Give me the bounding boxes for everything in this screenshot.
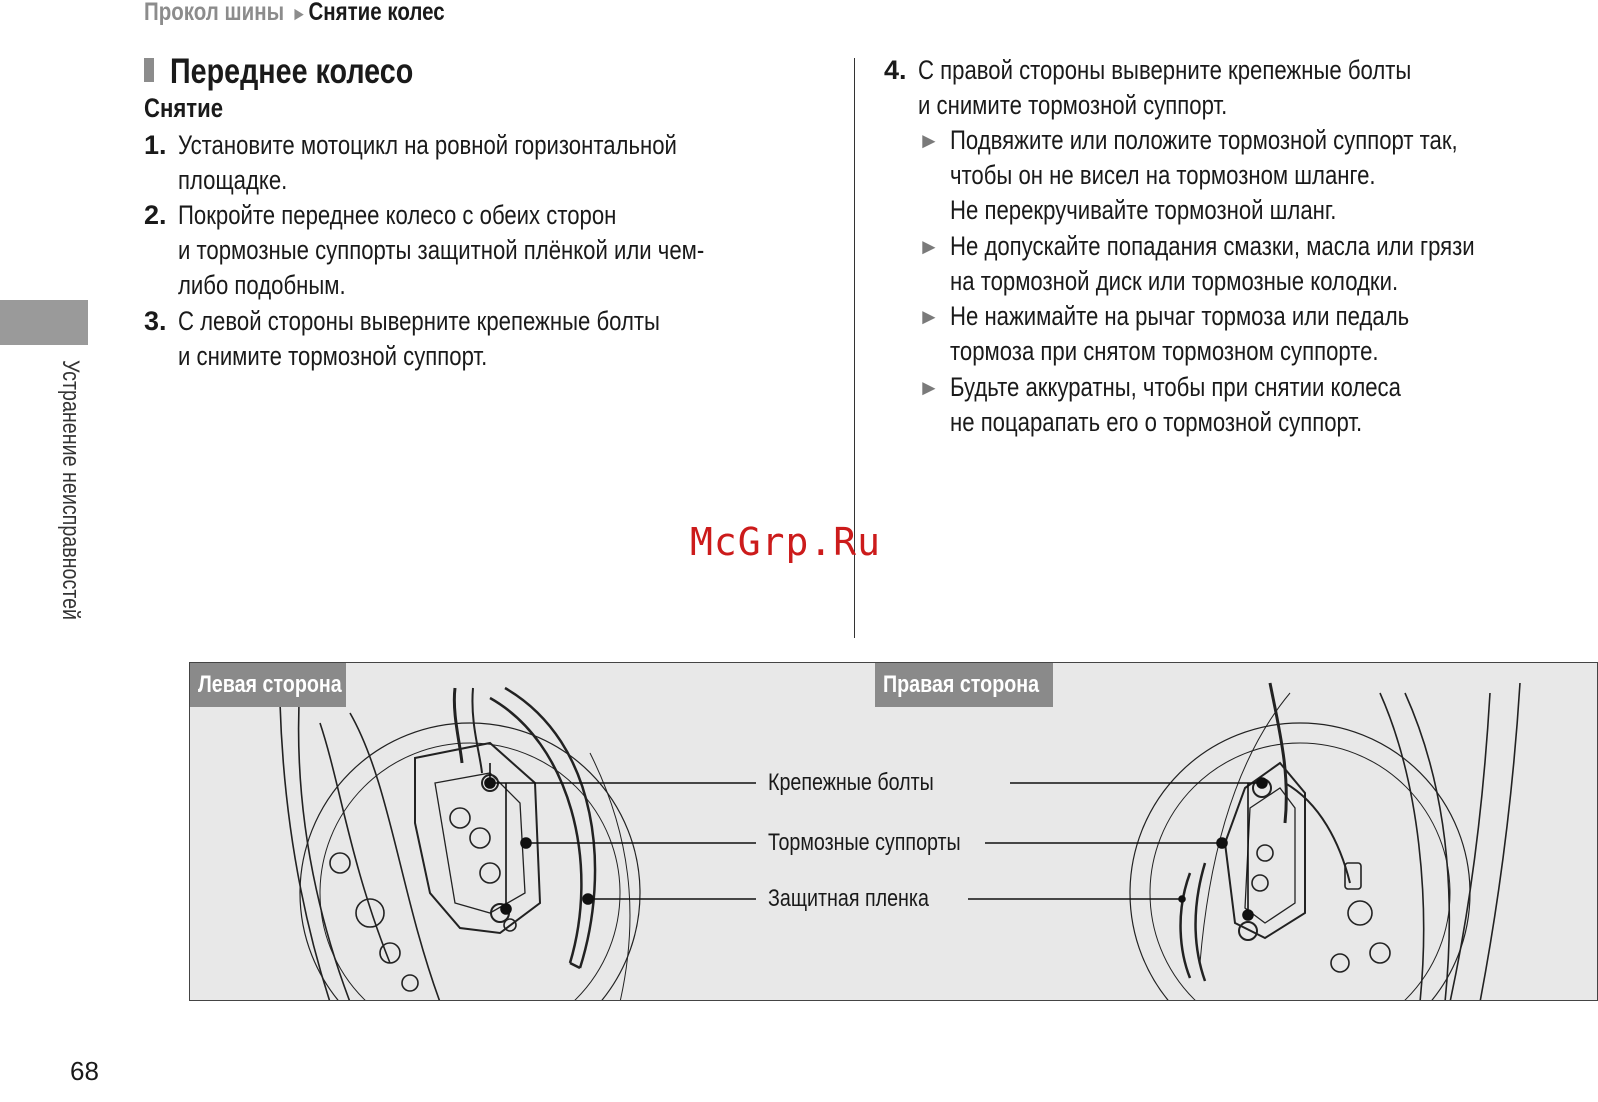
callout-dot (1256, 777, 1268, 789)
callout-dot (484, 777, 496, 789)
step-text-line: и снимите тормозной суппорт. (178, 341, 488, 371)
left-wheel-illustration (279, 682, 641, 1000)
sub-title: Снятие (144, 93, 224, 123)
step-number: 4. (884, 55, 907, 85)
side-label-container: Устранение неисправностей (40, 360, 100, 680)
triangle-bullet-icon: ► (918, 128, 940, 153)
left-side-tag: Левая сторона (190, 663, 346, 707)
step-text-line: площадке. (178, 165, 288, 195)
right-side-tag: Правая сторона (875, 663, 1053, 707)
callout-protective-film: Защитная пленка (768, 885, 929, 912)
caliper-illustration (279, 682, 1521, 1000)
side-tab-marker (0, 300, 88, 345)
breadcrumb-current: Снятие колес (308, 0, 445, 26)
step-text-line: и тормозные суппорты защитной плёнкой ил… (178, 235, 705, 265)
breadcrumb: Прокол шины ►Снятие колес (144, 0, 511, 27)
callout-dot (582, 893, 594, 905)
callout-dot (500, 903, 512, 915)
right-wheel-illustration (1129, 682, 1521, 1000)
step-text-line: С левой стороны выверните крепежные болт… (178, 306, 660, 336)
note-text-line: Будьте аккуратны, чтобы при снятии колес… (950, 372, 1401, 402)
triangle-bullet-icon: ► (918, 234, 940, 259)
step-text-line: Установите мотоцикл на ровной горизонтал… (178, 130, 677, 160)
note-text-line: чтобы он не висел на тормозном шланге. (950, 160, 1376, 190)
note-text-line: не поцарапать его о тормозной суппорт. (950, 407, 1363, 437)
step-number: 3. (144, 306, 167, 336)
callout-dot (1242, 909, 1254, 921)
note-text-line: тормоза при снятом тормозном суппорте. (950, 336, 1379, 366)
note-text-line: на тормозной диск или тормозные колодки. (950, 266, 1399, 296)
note-text-line: Не допускайте попадания смазки, масла ил… (950, 231, 1475, 261)
note-text-line: Не перекручивайте тормозной шланг. (950, 195, 1337, 225)
step-text-line: С правой стороны выверните крепежные бол… (918, 55, 1412, 85)
column-divider (854, 58, 855, 638)
callout-dot (1178, 895, 1186, 903)
triangle-bullet-icon: ► (918, 304, 940, 329)
callout-mounting-bolts: Крепежные болты (768, 769, 934, 796)
section-title-bar (144, 58, 154, 82)
callout-brake-calipers: Тормозные суппорты (768, 829, 961, 856)
step-text-line: либо подобным. (178, 270, 346, 300)
triangle-bullet-icon: ► (918, 375, 940, 400)
note-text-line: Не нажимайте на рычаг тормоза или педаль (950, 301, 1410, 331)
breadcrumb-arrow-icon: ► (291, 4, 307, 25)
callout-dot (1216, 837, 1228, 849)
watermark-text: McGrp.Ru (690, 520, 882, 564)
step-number: 2. (144, 200, 167, 230)
step-number: 1. (144, 130, 167, 160)
callout-dot (520, 837, 532, 849)
brake-caliper-figure: Левая сторона Правая сторона Крепежные б… (189, 662, 1598, 1001)
side-section-label: Устранение неисправностей (57, 360, 84, 621)
section-title: Переднее колесо (170, 52, 414, 91)
note-text-line: Подвяжите или положите тормозной суппорт… (950, 125, 1458, 155)
step-text-line: Покройте переднее колесо с обеих сторон (178, 200, 617, 230)
breadcrumb-parent: Прокол шины (144, 0, 285, 26)
step-text-line: и снимите тормозной суппорт. (918, 90, 1228, 120)
page-number: 68 (70, 1056, 99, 1086)
